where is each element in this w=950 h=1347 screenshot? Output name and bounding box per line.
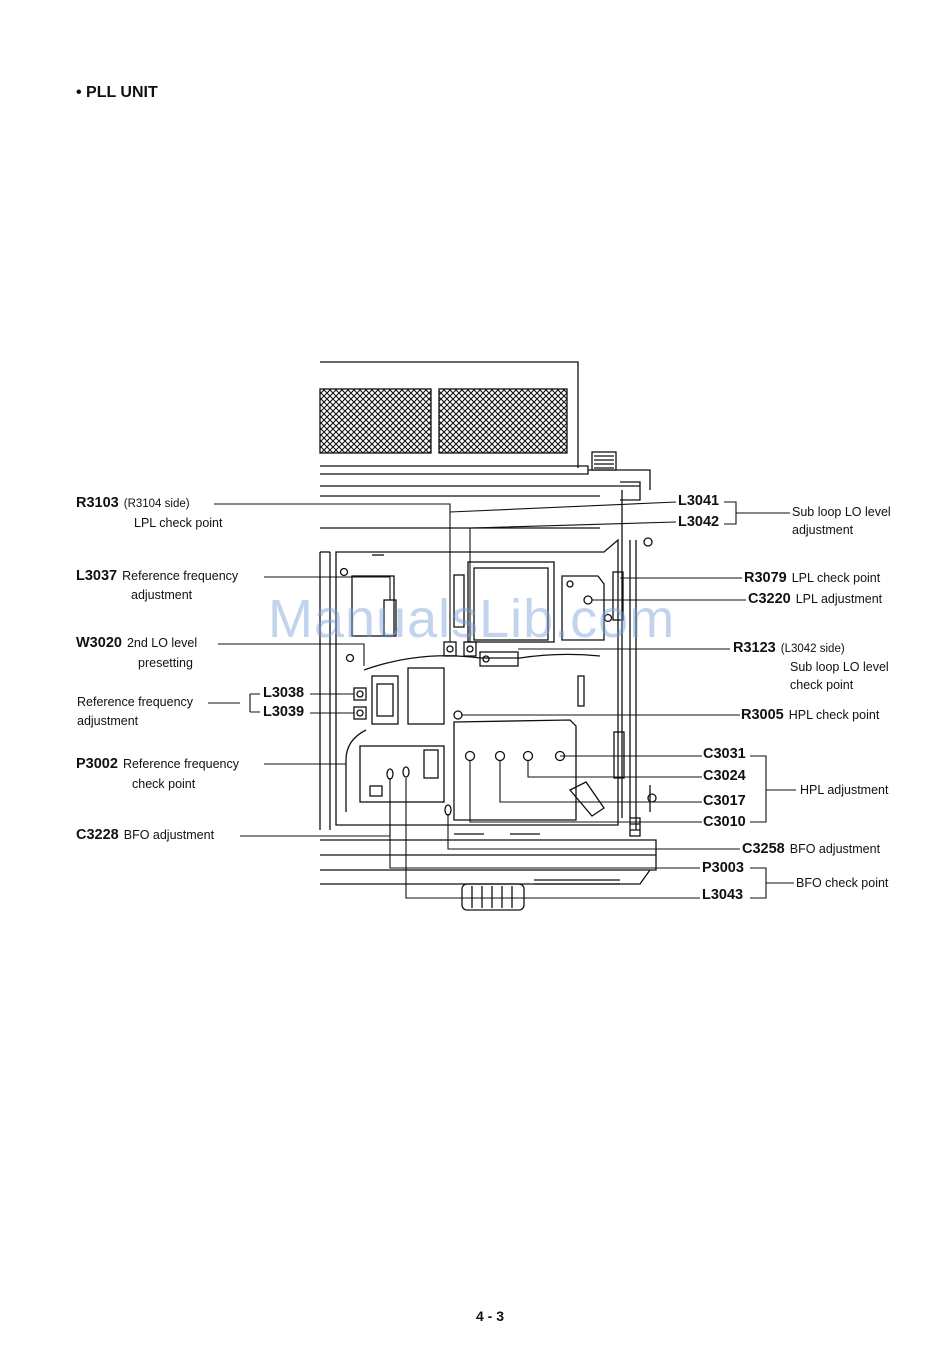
c3024-code: C3024 bbox=[703, 768, 746, 784]
c3228-callout: C3228 BFO adjustment bbox=[76, 826, 214, 844]
l3042-code: L3042 bbox=[678, 514, 720, 530]
ref-adj-desc2: adjustment bbox=[77, 714, 139, 728]
r3005-code: R3005 bbox=[741, 707, 784, 723]
c3010-code: C3010 bbox=[703, 814, 746, 830]
ref-adj-desc1: Reference frequency bbox=[77, 695, 194, 709]
r3103-desc: LPL check point bbox=[134, 516, 223, 530]
w3020-callout: W3020 2nd LO level bbox=[76, 634, 197, 652]
r3123-callout: R3123 (L3042 side) bbox=[733, 639, 845, 658]
c3258-desc: BFO adjustment bbox=[789, 842, 881, 856]
p3003-code: P3003 bbox=[702, 860, 744, 876]
r3005-desc: HPL check point bbox=[788, 708, 880, 722]
r3079-code: R3079 bbox=[744, 570, 787, 586]
w3020-desc2: presetting bbox=[138, 656, 193, 670]
r3079-callout: R3079 LPL check point bbox=[744, 569, 880, 587]
page-title: • PLL UNIT bbox=[76, 84, 158, 101]
sub-loop-desc2: adjustment bbox=[792, 523, 854, 537]
c3017-code: C3017 bbox=[703, 793, 746, 809]
r3123-side: (L3042 side) bbox=[780, 643, 845, 655]
l3037-desc2: adjustment bbox=[131, 588, 193, 602]
l3037-callout: L3037 Reference frequency bbox=[76, 567, 238, 585]
r3103-side: (R3104 side) bbox=[123, 498, 190, 510]
bfo-check-desc: BFO check point bbox=[796, 876, 889, 890]
r3123-code: R3123 bbox=[733, 640, 776, 656]
p3002-code: P3002 bbox=[76, 756, 118, 772]
r3123-desc1: Sub loop LO level bbox=[790, 660, 889, 674]
hpl-desc: HPL adjustment bbox=[800, 783, 889, 797]
c3258-callout: C3258 BFO adjustment bbox=[742, 840, 880, 858]
p3002-desc1: Reference frequency bbox=[122, 757, 239, 771]
watermark: ManualsLib.com bbox=[268, 589, 676, 649]
r3103-callout: R3103 (R3104 side) bbox=[76, 494, 190, 513]
c3220-code: C3220 bbox=[748, 591, 791, 607]
l3039-code: L3039 bbox=[263, 704, 305, 720]
c3031-code: C3031 bbox=[703, 746, 746, 762]
c3220-callout: C3220 LPL adjustment bbox=[748, 590, 882, 608]
l3037-desc1: Reference frequency bbox=[122, 569, 239, 583]
w3020-desc1: 2nd LO level bbox=[126, 636, 198, 650]
l3041-code: L3041 bbox=[678, 493, 720, 509]
p3002-desc2: check point bbox=[132, 777, 196, 791]
sub-loop-desc1: Sub loop LO level bbox=[792, 505, 891, 519]
l3043-code: L3043 bbox=[702, 887, 744, 903]
c3220-desc: LPL adjustment bbox=[795, 592, 883, 606]
r3103-code: R3103 bbox=[76, 495, 119, 511]
c3228-code: C3228 bbox=[76, 827, 119, 843]
c3258-code: C3258 bbox=[742, 841, 785, 857]
l3037-code: L3037 bbox=[76, 568, 118, 584]
r3123-desc2: check point bbox=[790, 678, 854, 692]
r3005-callout: R3005 HPL check point bbox=[741, 706, 879, 724]
c3228-desc: BFO adjustment bbox=[123, 828, 215, 842]
r3079-desc: LPL check point bbox=[791, 571, 881, 585]
p3002-callout: P3002 Reference frequency bbox=[76, 755, 239, 773]
page-number: 4 - 3 bbox=[476, 1308, 505, 1324]
w3020-code: W3020 bbox=[76, 635, 122, 651]
l3038-code: L3038 bbox=[263, 685, 305, 701]
